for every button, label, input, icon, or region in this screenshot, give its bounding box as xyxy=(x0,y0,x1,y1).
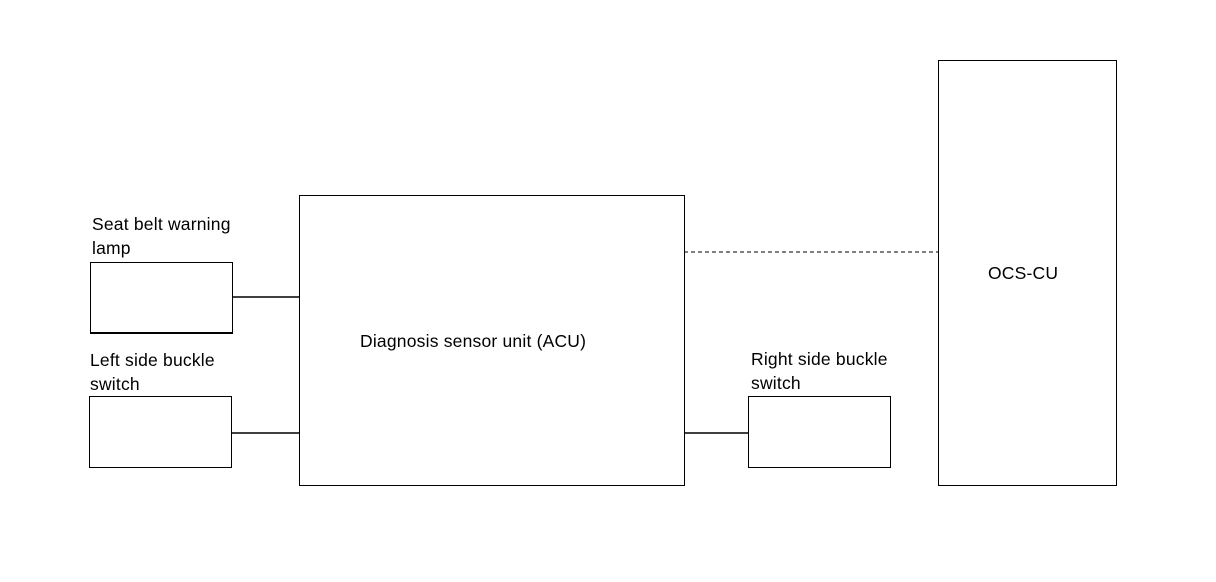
warning-lamp-label: Seat belt warning lamp xyxy=(92,212,231,260)
ocs-cu-box: OCS-CU xyxy=(938,60,1117,486)
left-buckle-label: Left side buckle switch xyxy=(90,348,215,396)
acu-label: Diagnosis sensor unit (ACU) xyxy=(360,331,587,351)
right-buckle-label-line2: switch xyxy=(751,373,801,393)
left-buckle-box xyxy=(89,396,232,468)
left-buckle-label-line1: Left side buckle xyxy=(90,350,215,370)
right-buckle-box xyxy=(748,396,891,468)
warning-lamp-label-line1: Seat belt warning xyxy=(92,214,231,234)
right-buckle-label: Right side buckle switch xyxy=(751,347,888,395)
warning-lamp-label-line2: lamp xyxy=(92,238,131,258)
warning-lamp-box xyxy=(90,262,233,334)
left-buckle-label-line2: switch xyxy=(90,374,140,394)
acu-box: Diagnosis sensor unit (ACU) xyxy=(299,195,685,486)
ocs-cu-label: OCS-CU xyxy=(988,263,1059,283)
right-buckle-label-line1: Right side buckle xyxy=(751,349,888,369)
